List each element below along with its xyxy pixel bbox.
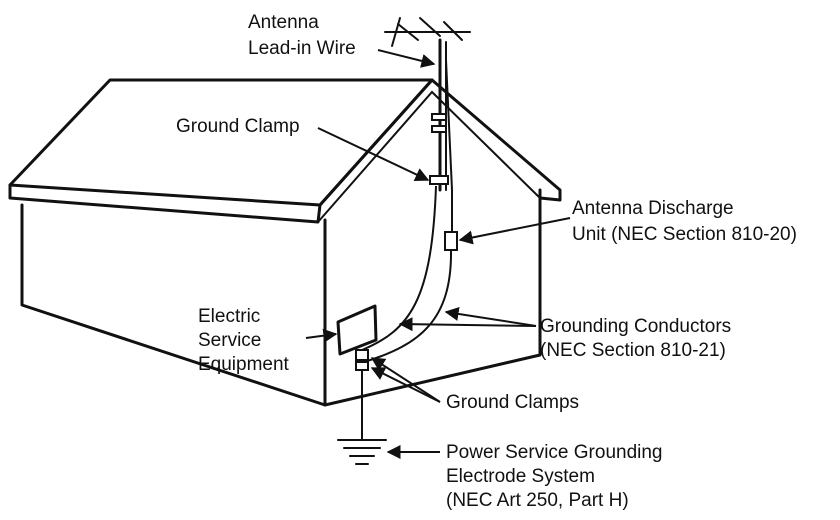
- label-electric-service-3: Equipment: [198, 354, 290, 375]
- label-ground-clamp: Ground Clamp: [176, 116, 300, 137]
- ground-symbol: [337, 439, 387, 465]
- label-antenna-lead-in-2: Lead-in Wire: [248, 38, 356, 59]
- label-discharge-unit-2: Unit (NEC Section 810-20): [572, 224, 797, 245]
- ground-clamp-lower-2: [355, 361, 369, 371]
- electric-service-box: [336, 304, 378, 356]
- grounding-conductor-2: [363, 249, 453, 363]
- label-grounding-conductors-2: (NEC Section 810-21): [540, 340, 726, 361]
- lead-in-wire: [445, 59, 453, 232]
- antenna-element-1: [397, 23, 419, 41]
- antenna-element-3: [443, 21, 463, 41]
- label-discharge-unit-1: Antenna Discharge: [572, 198, 734, 219]
- label-ground-clamps: Ground Clamps: [446, 392, 579, 413]
- mast-clamp: [429, 175, 449, 185]
- mast-strap-1: [431, 113, 447, 121]
- antenna-element-2: [419, 17, 441, 37]
- arrow-ground-clamps-2: [370, 367, 441, 403]
- arrow-ground-clamp: [317, 127, 430, 181]
- arrow-discharge: [458, 217, 571, 245]
- house: [8, 78, 562, 407]
- arrow-ground-clamps-1: [370, 357, 441, 403]
- label-power-service-2: Electrode System: [446, 466, 595, 487]
- arrow-electric-service: [305, 328, 338, 343]
- label-electric-service-2: Service: [198, 330, 261, 351]
- mast-strap-2: [431, 125, 447, 133]
- label-grounding-conductors-1: Grounding Conductors: [540, 316, 731, 337]
- label-electric-service-1: Electric: [198, 306, 260, 327]
- house-gable-inner: [317, 90, 541, 223]
- label-power-service-3: (NEC Art 250, Part H): [446, 490, 629, 511]
- house-right-wall: [323, 188, 542, 407]
- house-roof-fascia: [8, 183, 322, 224]
- ground-clamp-lower-1: [355, 349, 369, 361]
- house-roof: [8, 78, 434, 207]
- arrow-lead-in: [377, 49, 436, 68]
- label-power-service-1: Power Service Grounding: [446, 442, 663, 463]
- antenna-discharge-unit: [444, 231, 458, 251]
- house-roof-gable: [318, 78, 562, 207]
- grounding-conductor-1: [361, 185, 437, 351]
- label-antenna-lead-in-1: Antenna: [248, 12, 319, 33]
- arrow-grounding-2: [444, 307, 537, 327]
- antenna-element-4: [391, 17, 401, 47]
- house-left-wall: [20, 203, 327, 407]
- antenna: [384, 17, 471, 192]
- arrow-grounding-1: [398, 317, 537, 332]
